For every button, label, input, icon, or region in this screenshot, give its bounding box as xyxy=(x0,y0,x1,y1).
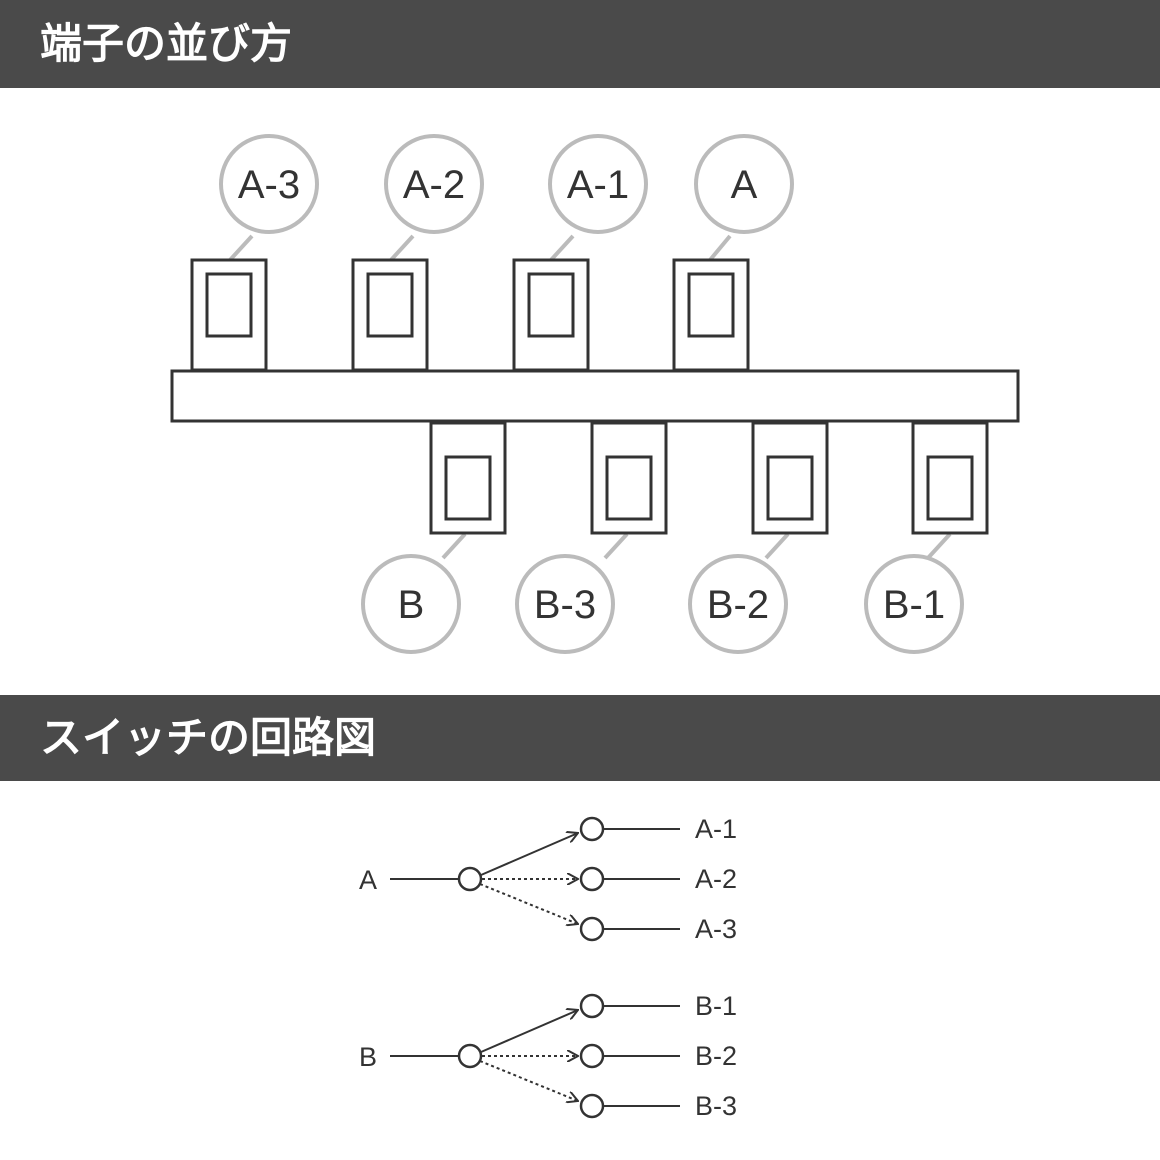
terminal-label: A xyxy=(731,163,758,207)
terminal-top-a2: A-2 xyxy=(351,134,484,372)
terminal-label: A-3 xyxy=(238,163,300,207)
terminal-bottom-b3: B-3 xyxy=(515,421,668,654)
circuit-output-label: B-2 xyxy=(695,1041,737,1071)
terminal-label: B xyxy=(398,583,425,627)
terminal-label: B-3 xyxy=(534,583,596,627)
circuit-group-a: A A-1 A-2 A-3 xyxy=(359,814,737,944)
circuit-input-label: A xyxy=(359,865,377,895)
label-bubble xyxy=(219,134,319,234)
contact-node xyxy=(579,866,605,892)
terminal-label: B-1 xyxy=(883,583,945,627)
section-title-terminal-arrangement: 端子の並び方 xyxy=(40,19,293,68)
leader-line xyxy=(603,532,629,560)
leader-line xyxy=(549,234,575,262)
contact-node xyxy=(579,1093,605,1119)
label-bubble xyxy=(515,554,615,654)
terminal-window xyxy=(926,455,974,521)
circuit-output-label: B-3 xyxy=(695,1091,737,1121)
active-switch-path xyxy=(480,833,578,876)
leader-line xyxy=(228,234,254,262)
switch-body-bar xyxy=(170,369,1020,423)
terminal-window xyxy=(687,272,735,338)
label-bubble xyxy=(694,134,794,234)
terminal-top-a: A xyxy=(672,134,794,372)
circuit-group-b: B B-1 B-2 B-3 xyxy=(359,991,737,1121)
terminal-arrangement-diagram: A-3 A-2 A-1 A B B-3 xyxy=(170,134,1020,654)
common-contact-node xyxy=(457,1043,483,1069)
terminal-window xyxy=(766,455,814,521)
terminal-top-a1: A-1 xyxy=(512,134,648,372)
inactive-switch-path xyxy=(479,883,578,924)
label-bubble xyxy=(548,134,648,234)
terminal-top-a3: A-3 xyxy=(190,134,319,372)
switch-circuit-diagram: A A-1 A-2 A-3 B B-1 B-2 B-3 xyxy=(359,814,737,1121)
terminal-label: A-2 xyxy=(403,163,465,207)
label-bubble xyxy=(864,554,964,654)
inactive-switch-path xyxy=(479,1060,578,1101)
contact-node xyxy=(579,916,605,942)
terminal-window xyxy=(527,272,575,338)
terminal-bottom-b2: B-2 xyxy=(688,421,829,654)
label-bubble xyxy=(688,554,788,654)
section-header-terminal-arrangement: 端子の並び方 xyxy=(0,0,1160,88)
leader-line xyxy=(389,234,415,262)
circuit-output-label: A-2 xyxy=(695,864,737,894)
contact-node xyxy=(579,816,605,842)
contact-node xyxy=(579,1043,605,1069)
circuit-output-label: A-1 xyxy=(695,814,737,844)
section-header-switch-circuit: スイッチの回路図 xyxy=(0,695,1160,781)
active-switch-path xyxy=(480,1010,578,1053)
terminal-window xyxy=(366,272,414,338)
terminal-window xyxy=(605,455,653,521)
circuit-output-label: B-1 xyxy=(695,991,737,1021)
label-bubble xyxy=(384,134,484,234)
terminal-bottom-b: B xyxy=(361,421,507,654)
circuit-input-label: B xyxy=(359,1042,377,1072)
terminal-bottom-b1: B-1 xyxy=(864,421,989,654)
terminal-window xyxy=(205,272,253,338)
section-title-switch-circuit: スイッチの回路図 xyxy=(40,713,377,762)
leader-line xyxy=(441,532,467,560)
circuit-output-label: A-3 xyxy=(695,914,737,944)
terminal-label: B-2 xyxy=(707,583,769,627)
leader-line xyxy=(764,532,790,560)
label-bubble xyxy=(361,554,461,654)
terminal-label: A-1 xyxy=(567,163,629,207)
common-contact-node xyxy=(457,866,483,892)
leader-line xyxy=(708,234,732,262)
contact-node xyxy=(579,993,605,1019)
terminal-window xyxy=(444,455,492,521)
leader-line xyxy=(926,532,952,560)
